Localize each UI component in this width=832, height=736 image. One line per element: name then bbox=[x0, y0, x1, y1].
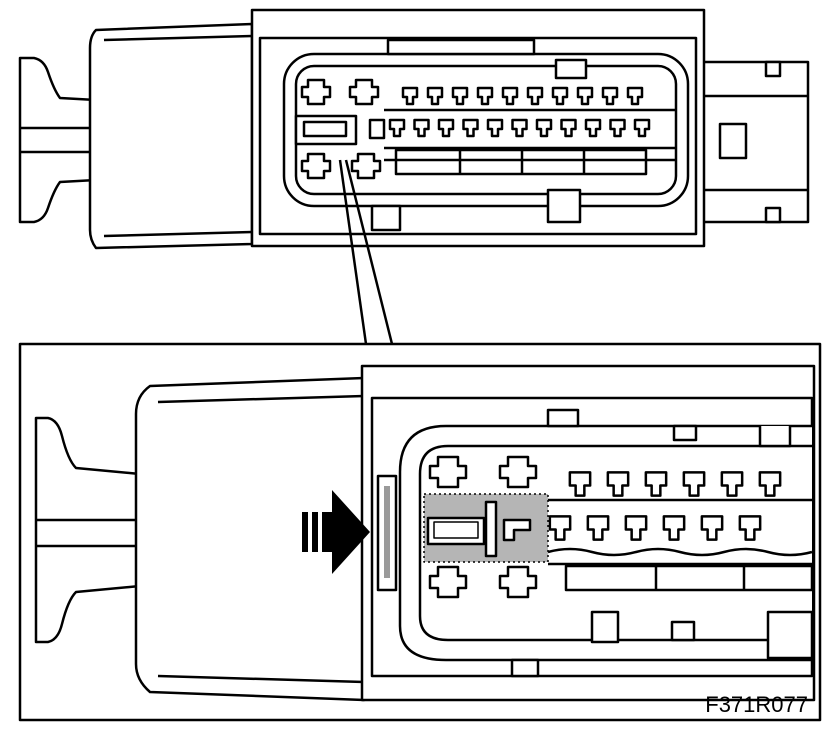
power-terminal bbox=[428, 565, 468, 599]
slide-track bbox=[423, 493, 549, 563]
signal-terminal bbox=[388, 118, 406, 138]
signal-terminal bbox=[511, 118, 528, 138]
signal-terminal bbox=[568, 471, 592, 497]
top-connector-view bbox=[18, 8, 810, 250]
plug-edge bbox=[157, 674, 365, 684]
signal-terminal bbox=[758, 471, 782, 497]
signal-terminal bbox=[437, 118, 455, 138]
signal-terminal bbox=[662, 515, 686, 541]
top-slot bbox=[386, 38, 536, 56]
bottom-slot bbox=[546, 188, 582, 224]
signal-terminal bbox=[526, 86, 544, 106]
plug-flange bbox=[18, 56, 98, 224]
signal-terminal-row bbox=[401, 86, 644, 106]
signal-terminal bbox=[633, 118, 651, 138]
signal-terminal bbox=[576, 86, 594, 106]
bottom-slot bbox=[590, 610, 620, 644]
signal-terminal bbox=[644, 471, 668, 497]
signal-terminal bbox=[738, 515, 762, 541]
top-slot bbox=[758, 426, 792, 448]
plug-edge bbox=[103, 230, 253, 238]
power-terminal bbox=[350, 152, 382, 180]
signal-terminal bbox=[586, 515, 610, 541]
detail-plug-body bbox=[134, 376, 366, 702]
insertion-arrow-icon bbox=[302, 490, 370, 574]
signal-terminal bbox=[426, 86, 444, 106]
power-terminal bbox=[348, 78, 380, 106]
housing-right-tab bbox=[764, 206, 782, 224]
signal-terminal bbox=[626, 86, 644, 106]
signal-terminal bbox=[584, 118, 602, 138]
signal-terminal bbox=[413, 118, 430, 138]
signal-terminal bbox=[682, 471, 706, 497]
signal-terminal bbox=[451, 86, 469, 106]
bottom-slot bbox=[370, 204, 402, 232]
plug-edge bbox=[157, 394, 365, 404]
signal-terminal bbox=[486, 118, 504, 138]
top-slot bbox=[554, 58, 588, 80]
locking-slide bbox=[294, 114, 358, 146]
power-terminal bbox=[498, 455, 538, 489]
callout-line bbox=[338, 159, 368, 345]
bottom-slot bbox=[670, 620, 696, 642]
lower-channel bbox=[564, 564, 814, 592]
housing-right-tab bbox=[764, 60, 782, 78]
top-slot bbox=[672, 424, 698, 442]
signal-terminal bbox=[624, 515, 648, 541]
housing-right-latch bbox=[718, 122, 748, 160]
power-terminal bbox=[300, 152, 332, 180]
locking-catch bbox=[368, 118, 386, 140]
plug-body bbox=[88, 22, 254, 250]
locking-slide-window bbox=[302, 120, 348, 138]
locking-catch bbox=[502, 518, 532, 542]
slide-guide bbox=[484, 500, 498, 558]
power-terminal bbox=[300, 78, 332, 106]
bottom-slot bbox=[510, 658, 540, 678]
detail-face-inner bbox=[418, 444, 812, 642]
terminal-rail bbox=[547, 547, 813, 557]
signal-terminal-row bbox=[388, 118, 651, 138]
locking-slide-window bbox=[433, 521, 479, 539]
detail-connector-view bbox=[18, 342, 822, 722]
detail-connector-face bbox=[398, 424, 812, 662]
signal-terminal bbox=[476, 86, 494, 106]
signal-terminal bbox=[720, 471, 744, 497]
signal-terminal-row bbox=[568, 471, 782, 497]
signal-terminal bbox=[551, 86, 569, 106]
bottom-slot bbox=[766, 610, 814, 660]
signal-terminal bbox=[501, 86, 519, 106]
signal-terminal bbox=[601, 86, 619, 106]
housing-inner-frame bbox=[258, 36, 698, 236]
signal-terminal bbox=[560, 118, 577, 138]
housing-right-block bbox=[698, 60, 810, 224]
signal-terminal bbox=[548, 515, 572, 541]
locking-slide-grip bbox=[384, 486, 390, 578]
signal-terminal bbox=[535, 118, 553, 138]
signal-terminal-row bbox=[548, 515, 762, 541]
power-terminal bbox=[498, 565, 538, 599]
magnification-callout bbox=[338, 159, 394, 345]
figure-code: F371R077 bbox=[705, 692, 808, 717]
top-slot bbox=[546, 408, 580, 428]
signal-terminal bbox=[609, 118, 626, 138]
signal-terminal bbox=[700, 515, 724, 541]
signal-terminal bbox=[606, 471, 630, 497]
callout-line bbox=[344, 159, 394, 345]
plug-edge bbox=[103, 34, 253, 42]
power-terminal bbox=[428, 455, 468, 489]
signal-terminal bbox=[401, 86, 419, 106]
signal-terminal bbox=[462, 118, 479, 138]
